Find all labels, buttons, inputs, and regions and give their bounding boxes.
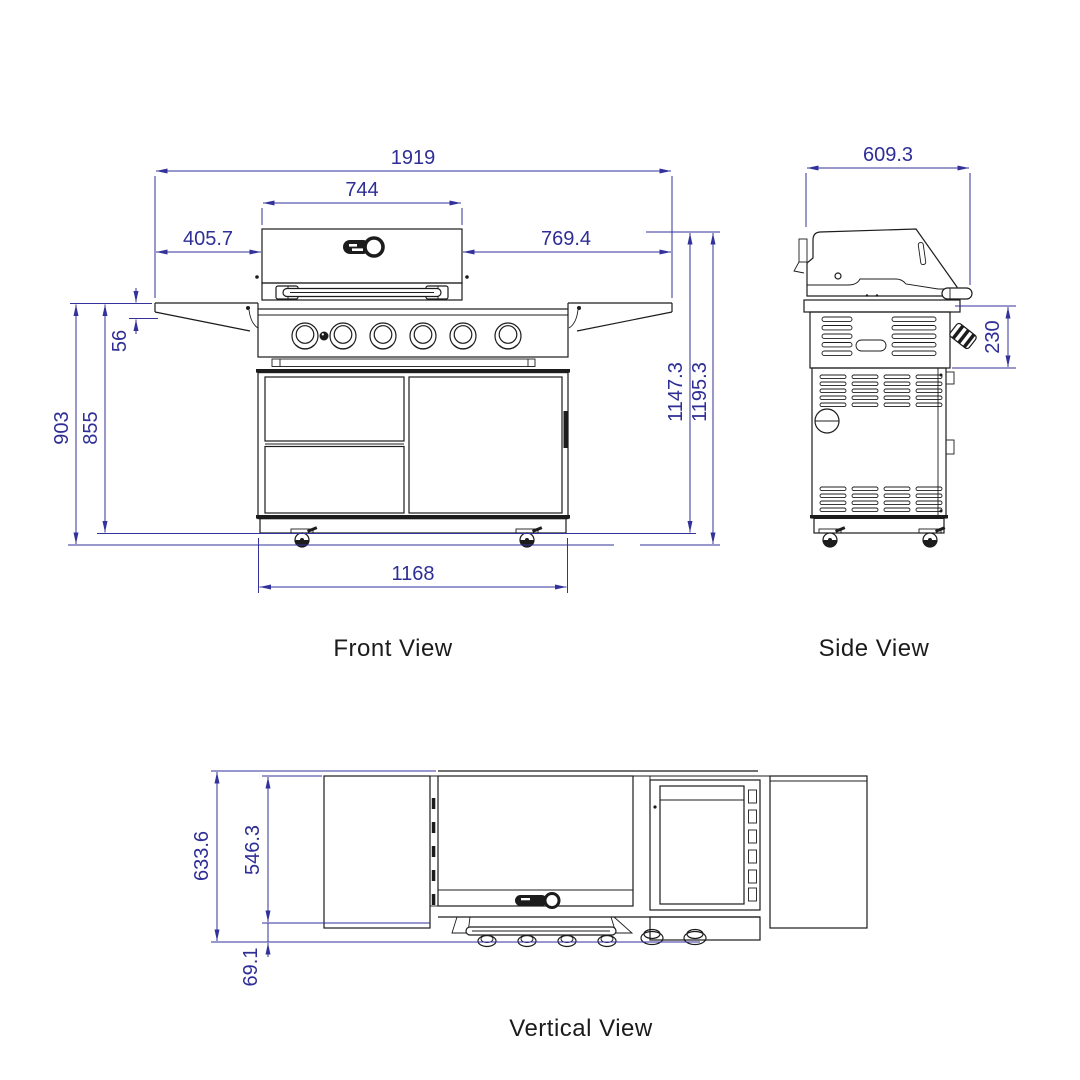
- dim-firebox-height: 230: [982, 320, 1004, 353]
- drawer-top: [264, 376, 405, 442]
- brand-logo: [343, 236, 385, 258]
- dim-knob-overhang: 69.1: [240, 948, 262, 987]
- ignition-button: [319, 331, 329, 341]
- vertical-view: 633.6 546.3 69.1 Vertical View: [191, 770, 868, 1042]
- knob: [494, 322, 522, 350]
- knob: [369, 322, 397, 350]
- knob: [329, 322, 357, 350]
- dim-shelf-thickness: 56: [109, 330, 131, 352]
- lid-screw-right: [465, 275, 469, 279]
- cabinet-vents-bottom: [819, 486, 943, 513]
- side-dimensions: 609.3 230: [805, 144, 1016, 369]
- dim-cabinet-height: 855: [80, 411, 102, 444]
- top-side-burner: [649, 779, 761, 941]
- ignition-dot: [321, 333, 324, 336]
- cabinet: [256, 369, 570, 548]
- knob: [291, 322, 319, 350]
- dim-side-depth: 609.3: [863, 144, 913, 166]
- lid-handle: [275, 285, 449, 300]
- dim-lid-depth: 546.3: [242, 825, 264, 875]
- dim-lid-width: 744: [345, 179, 378, 201]
- side-lid-handle: [941, 287, 973, 300]
- door-hinge-top: [945, 371, 955, 385]
- side-lid: [793, 228, 973, 300]
- top-logo: [515, 892, 561, 909]
- dim-overall-height: 1195.3: [689, 362, 711, 422]
- front-view-label: Front View: [333, 635, 452, 662]
- cabinet-vents-top: [819, 374, 943, 408]
- drawer-bottom: [264, 445, 405, 514]
- door-handle: [563, 411, 568, 448]
- dim-height-to-lid: 1147.3: [665, 362, 687, 422]
- firebox-vents: [821, 316, 937, 356]
- left-shelf: [154, 302, 259, 332]
- control-panel: [257, 308, 569, 358]
- vertical-dimensions: 633.6 546.3 69.1: [191, 770, 700, 987]
- top-handle: [451, 916, 634, 936]
- dim-lid-right-offset: 769.4: [541, 228, 591, 250]
- dim-overall-width: 1919: [391, 147, 436, 169]
- top-lid: [429, 775, 760, 948]
- top-right-shelf: [769, 775, 868, 929]
- dim-shelf-height: 903: [51, 411, 73, 444]
- right-shelf: [567, 302, 673, 332]
- top-base-band: [649, 916, 761, 941]
- side-cabinet: [810, 367, 955, 548]
- knob: [409, 322, 437, 350]
- lid-screw-left: [255, 275, 259, 279]
- cabinet-base: [259, 517, 567, 534]
- dim-top-depth: 633.6: [191, 831, 213, 881]
- side-view-label: Side View: [819, 635, 930, 662]
- front-dimensions: 1919 744 405.7 769.4 56 903 855 1168: [51, 147, 720, 593]
- front-view: 1919 744 405.7 769.4 56 903 855 1168: [51, 147, 720, 662]
- cabinet-door: [408, 376, 563, 514]
- grill-lid: [255, 228, 469, 301]
- door-hinge-bottom: [945, 439, 955, 455]
- side-firebox: [803, 299, 977, 369]
- grease-tray: [271, 358, 536, 367]
- vertical-view-label: Vertical View: [509, 1015, 653, 1042]
- dim-lid-left-offset: 405.7: [183, 228, 233, 250]
- knob: [449, 322, 477, 350]
- top-left-shelf: [323, 775, 431, 929]
- firebox-oval-cutout: [855, 339, 887, 352]
- burner-knobs: [291, 322, 522, 350]
- side-burner-knob: [949, 322, 977, 350]
- dim-base-width: 1168: [391, 563, 434, 585]
- side-view: 609.3 230 Side View: [793, 144, 1016, 662]
